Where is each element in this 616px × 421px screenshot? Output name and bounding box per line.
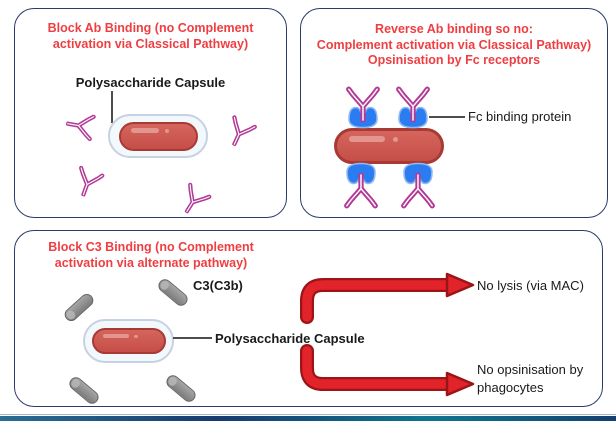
- antibody-icon: [173, 179, 214, 220]
- panel-block-c3-binding: Block C3 Binding (no Complement activati…: [14, 230, 603, 407]
- bacterium-icon: [91, 328, 166, 354]
- antibody-icon: [344, 84, 382, 122]
- pointer-line: [429, 116, 465, 118]
- capsule-label: Polysaccharide Capsule: [75, 75, 226, 90]
- antibody-icon: [64, 109, 99, 144]
- c3-protein-icon: [163, 372, 199, 405]
- pointer-line: [111, 91, 113, 123]
- panel-block-ab-binding: Block Ab Binding (no Complement activati…: [14, 8, 287, 218]
- fc-binding-protein-icon: [346, 162, 376, 185]
- antibody-icon: [342, 173, 380, 211]
- c3-protein-icon: [155, 276, 191, 309]
- antibody-icon: [220, 112, 260, 152]
- c3-protein-icon: [62, 291, 96, 324]
- bacterium-icon: [334, 128, 444, 164]
- panel-title: Block C3 Binding (no Complement activati…: [48, 240, 254, 270]
- antibody-icon: [399, 173, 437, 211]
- panel-title: Block Ab Binding (no Complement activati…: [47, 21, 254, 51]
- fc-binding-protein-label: Fc binding protein: [468, 109, 572, 124]
- capsule-label: Polysaccharide Capsule: [215, 331, 365, 346]
- bacterium-icon: [118, 121, 198, 151]
- footer-divider: [0, 413, 616, 415]
- c3-label: C3(C3b): [193, 278, 243, 293]
- panel-title: Reverse Ab binding so no: Complement act…: [316, 22, 592, 67]
- outcome-no-opsonisation-label: No opsinisation by phagocytes: [477, 362, 584, 395]
- fc-binding-protein-icon: [398, 106, 428, 129]
- footer-gradient-bar: [0, 416, 616, 421]
- c3-protein-icon: [66, 374, 102, 407]
- curved-arrow-down-icon: [300, 344, 475, 397]
- fc-binding-protein-icon: [348, 106, 378, 129]
- curved-arrow-up-icon: [300, 272, 475, 324]
- antibody-icon: [394, 84, 432, 122]
- fc-binding-protein-icon: [403, 162, 433, 185]
- polysaccharide-capsule: [108, 114, 208, 158]
- outcome-no-lysis-label: No lysis (via MAC): [477, 278, 584, 293]
- antibody-icon: [69, 163, 107, 201]
- pointer-line: [173, 337, 212, 339]
- polysaccharide-capsule: [83, 319, 174, 363]
- panel-reverse-ab-binding: Reverse Ab binding so no: Complement act…: [300, 8, 608, 218]
